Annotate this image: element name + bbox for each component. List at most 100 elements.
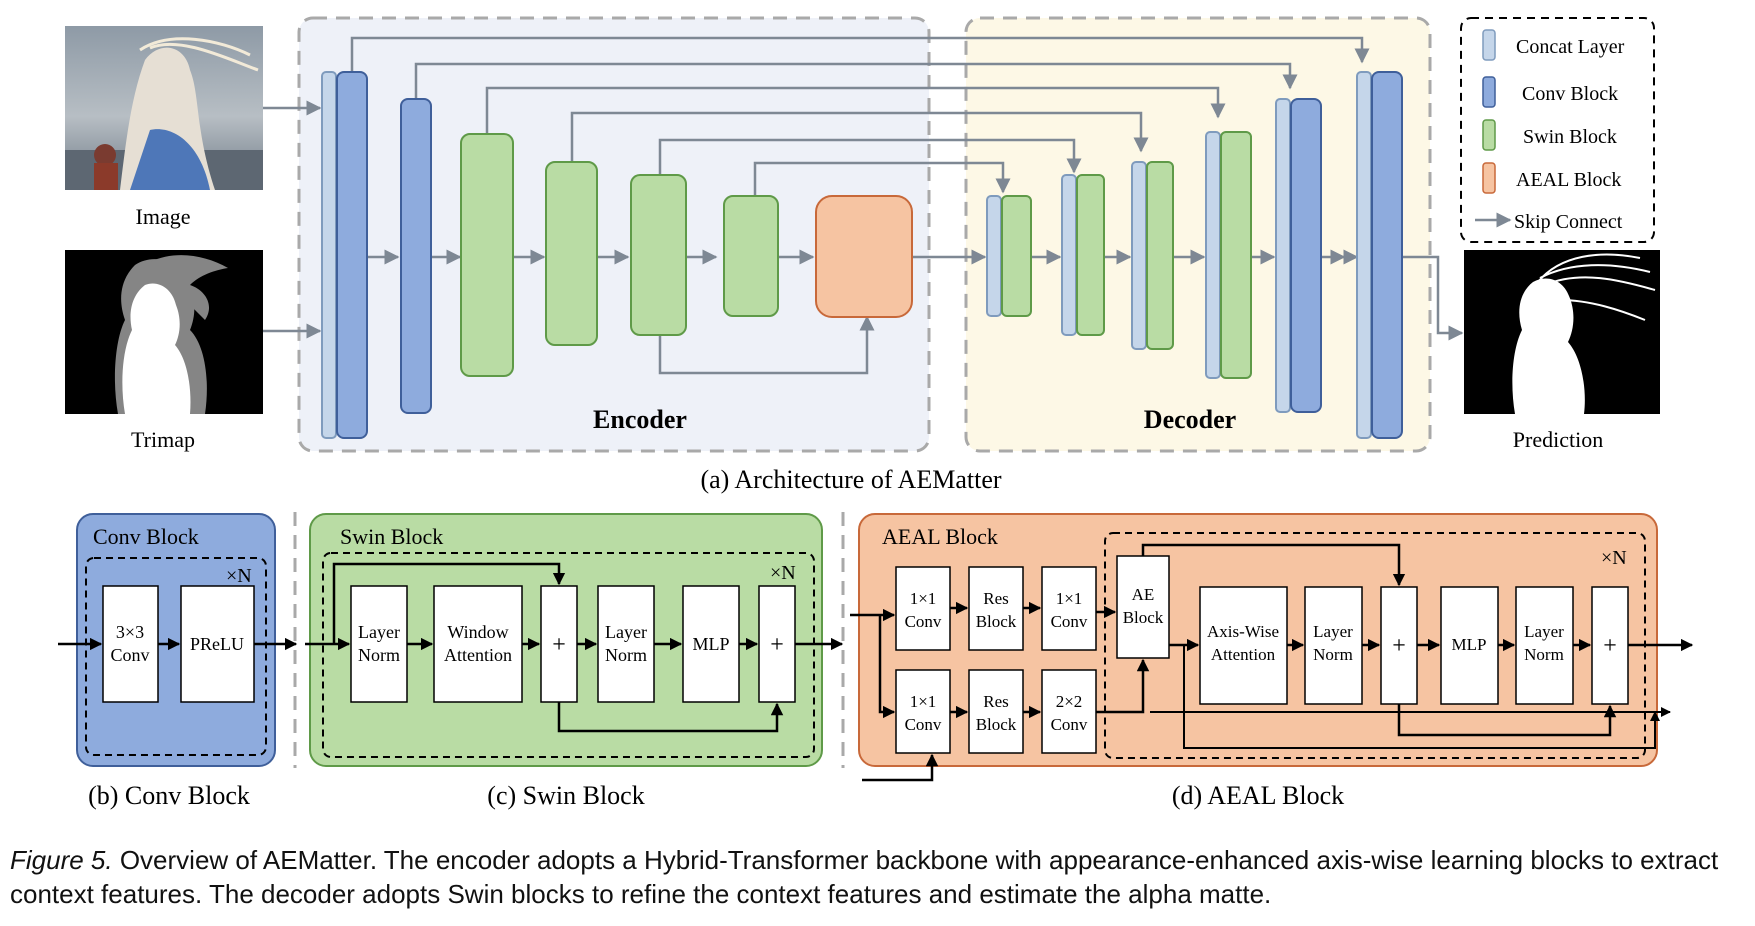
aematter-figure: Encoder Decoder Image Trimap bbox=[58, 16, 1694, 810]
swin-ln1-l1: Layer bbox=[358, 622, 400, 642]
aeal-ae-box bbox=[1116, 555, 1170, 659]
dec-swin-3 bbox=[1146, 161, 1174, 350]
swin-plus1-box bbox=[540, 585, 578, 703]
aeal-block-detail: AEAL Block ×N 1×1 Conv Res Block 1×1 Con… bbox=[850, 513, 1694, 782]
conv-3x3-l2: Conv bbox=[110, 645, 149, 665]
dec-conv-1 bbox=[1290, 98, 1322, 413]
swin-plus2-box bbox=[758, 585, 796, 703]
aeal-res-b-box bbox=[968, 669, 1024, 754]
aeal-axis-l2: Attention bbox=[1211, 645, 1276, 664]
dec-swin-1 bbox=[1001, 195, 1032, 317]
enc-aeal-block bbox=[815, 195, 913, 318]
conv-3x3-l1: 3×3 bbox=[116, 622, 144, 642]
enc-conv-block-1 bbox=[336, 71, 368, 439]
swin-block-detail: Swin Block ×N Layer Norm Window Attentio… bbox=[305, 513, 844, 767]
image-label: Image bbox=[136, 204, 191, 229]
aeal-axis-box bbox=[1199, 586, 1288, 705]
legend-aeal-label: AEAL Block bbox=[1516, 169, 1621, 191]
aeal-conv2-l2: Conv bbox=[1051, 715, 1088, 734]
figure-label: Figure 5. bbox=[10, 845, 113, 875]
decoder-blocks bbox=[986, 71, 1403, 439]
aeal-block-repeat: ×N bbox=[1601, 547, 1627, 569]
subcaption-c: (c) Swin Block bbox=[487, 781, 644, 810]
aeal-ln1-l1: Layer bbox=[1313, 622, 1353, 641]
legend: Concat Layer Conv Block Swin Block AEAL … bbox=[1460, 17, 1655, 243]
legend-skip-label: Skip Connect bbox=[1514, 211, 1623, 233]
aeal-conv1a-box bbox=[895, 566, 951, 651]
aeal-conv1c-l1: 1×1 bbox=[910, 692, 937, 711]
swin-ln2-box bbox=[597, 585, 655, 703]
aeal-conv2-box bbox=[1041, 669, 1097, 754]
enc-concat-layer bbox=[321, 71, 337, 439]
aeal-res-a-box bbox=[968, 566, 1024, 651]
legend-aeal-swatch bbox=[1482, 162, 1496, 194]
aeal-ln2-l2: Norm bbox=[1524, 645, 1564, 664]
enc-swin-block-1 bbox=[460, 133, 514, 377]
decoder-title: Decoder bbox=[1144, 405, 1236, 434]
dec-concat-6 bbox=[1356, 71, 1372, 439]
legend-swin-label: Swin Block bbox=[1523, 126, 1617, 148]
enc-swin-block-3 bbox=[630, 174, 687, 336]
trimap-label: Trimap bbox=[131, 427, 195, 452]
aeal-res-b-l2: Block bbox=[976, 715, 1017, 734]
swin-wattn-l1: Window bbox=[447, 622, 508, 642]
aeal-ae-l2: Block bbox=[1123, 608, 1164, 627]
legend-conv-label: Conv Block bbox=[1522, 83, 1618, 105]
aeal-mlp-box bbox=[1440, 586, 1499, 705]
dec-swin-4 bbox=[1220, 131, 1252, 379]
swin-block-repeat: ×N bbox=[770, 562, 796, 584]
aeal-conv1b-l2: Conv bbox=[1051, 612, 1088, 631]
prediction-label: Prediction bbox=[1513, 427, 1603, 452]
enc-conv-block-2 bbox=[400, 98, 432, 414]
figure-caption-text: Overview of AEMatter. The encoder adopts… bbox=[10, 845, 1719, 909]
aeal-ln1-box bbox=[1304, 586, 1363, 705]
conv-3x3-box bbox=[102, 585, 159, 703]
dec-conv-2 bbox=[1371, 71, 1403, 439]
legend-concat-swatch bbox=[1482, 29, 1496, 61]
swin-wattn-l2: Attention bbox=[444, 645, 512, 665]
legend-swin-swatch bbox=[1482, 119, 1496, 151]
aeal-block-title: AEAL Block bbox=[882, 524, 998, 549]
swin-block-title: Swin Block bbox=[340, 524, 443, 549]
encoder-title: Encoder bbox=[593, 405, 687, 434]
prelu-label: PReLU bbox=[190, 634, 244, 654]
swin-plus1: + bbox=[552, 632, 566, 658]
aeal-conv1b-l1: 1×1 bbox=[1056, 589, 1083, 608]
conv-block-repeat: ×N bbox=[226, 565, 252, 587]
subcaption-b: (b) Conv Block bbox=[88, 781, 250, 810]
aeal-conv1b-box bbox=[1041, 566, 1097, 651]
aeal-plus2: + bbox=[1603, 633, 1617, 659]
image-photo-icon bbox=[65, 26, 263, 190]
enc-swin-block-2 bbox=[545, 161, 598, 346]
aeal-conv1c-l2: Conv bbox=[905, 715, 942, 734]
subcaption-a: (a) Architecture of AEMatter bbox=[700, 465, 1001, 494]
swin-ln1-box bbox=[350, 585, 408, 703]
swin-ln2-l2: Norm bbox=[605, 645, 647, 665]
conv-block-detail: Conv Block ×N 3×3 Conv PReLU bbox=[58, 513, 298, 767]
dec-swin-2 bbox=[1076, 174, 1105, 336]
legend-conv-swatch bbox=[1482, 76, 1496, 108]
aeal-plus1: + bbox=[1392, 633, 1406, 659]
aeal-ae-l1: AE bbox=[1132, 585, 1155, 604]
figure-caption: Figure 5. Overview of AEMatter. The enco… bbox=[10, 843, 1745, 911]
swin-mlp-box bbox=[682, 585, 740, 703]
dec-concat-1 bbox=[986, 195, 1002, 317]
aeal-mlp: MLP bbox=[1452, 635, 1487, 654]
aeal-conv1a-l2: Conv bbox=[905, 612, 942, 631]
encoder-panel bbox=[297, 16, 931, 453]
swin-mlp: MLP bbox=[692, 634, 729, 654]
conv-block-title: Conv Block bbox=[93, 524, 199, 549]
aeal-ln1-l2: Norm bbox=[1313, 645, 1353, 664]
swin-wattn-box bbox=[433, 585, 523, 703]
subcaption-d: (d) AEAL Block bbox=[1172, 781, 1344, 810]
aeal-res-a-l1: Res bbox=[983, 589, 1009, 608]
aeal-res-b-l1: Res bbox=[983, 692, 1009, 711]
aeal-conv2-l1: 2×2 bbox=[1056, 692, 1083, 711]
aeal-res-a-l2: Block bbox=[976, 612, 1017, 631]
aeal-plus2-box bbox=[1591, 586, 1629, 705]
encoder-blocks bbox=[321, 71, 913, 439]
swin-ln2-l1: Layer bbox=[605, 622, 647, 642]
swin-ln1-l2: Norm bbox=[358, 645, 400, 665]
dec-concat-4 bbox=[1205, 131, 1221, 379]
aeal-conv1a-l1: 1×1 bbox=[910, 589, 937, 608]
